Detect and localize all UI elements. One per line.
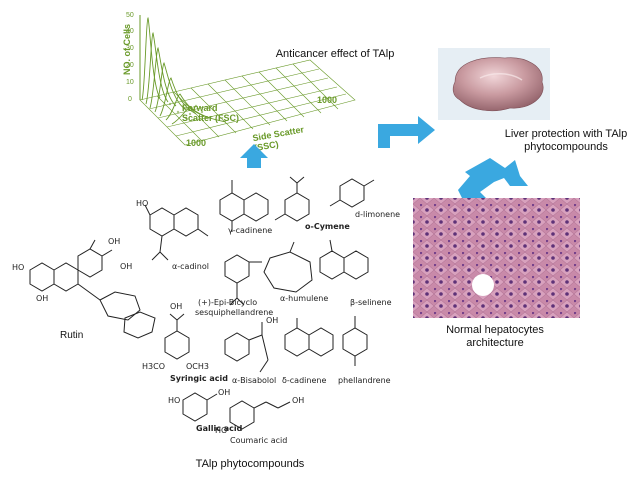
scatter-dots [168, 102, 210, 122]
liver-title: Liver protection with TAlp phytocompound… [504, 128, 628, 153]
z-tick: 30 [126, 45, 134, 52]
tissue-cells [413, 198, 580, 318]
x-tick-1000: 1000 [186, 138, 207, 148]
alpha-bisabolol-label: α-Bisabolol [232, 376, 277, 385]
x-axis-label: Forward Scatter (FSC) [182, 103, 240, 123]
z-tick: 20 [126, 62, 134, 69]
rutin-structure [29, 239, 156, 339]
alpha-bisabolol-structure [224, 322, 269, 373]
syringic-h3co-label: H3CO [142, 362, 165, 371]
coumaric-acid-structure [229, 400, 291, 430]
y-tick-1000: 1000 [317, 95, 338, 105]
delta-cadinene-structure [284, 318, 334, 357]
rutin-oh-label: OH [36, 294, 49, 303]
anticancer-title: Anticancer effect of TAlp [275, 48, 395, 60]
z-axis-label: NO. of Cells [122, 24, 132, 75]
gallic-acid-label: Gallic acid [196, 424, 243, 433]
d-limonene-structure [329, 178, 375, 208]
alpha-humulene-label: α-humulene [280, 294, 329, 303]
o-cymene-label: o-Cymene [305, 222, 350, 231]
central-vein [472, 274, 494, 296]
z-tick: 50 [126, 12, 134, 19]
z-ticks: 0 10 20 30 40 50 [126, 12, 134, 103]
z-tick: 0 [128, 96, 132, 103]
epi-bicyclo-label-2: sesquiphellandrene [195, 308, 274, 317]
delta-cadinene-label: δ-cadinene [282, 376, 327, 385]
coumaric-ho-label: HO [215, 426, 228, 435]
epi-bicyclo-structure [224, 254, 262, 306]
coumaric-oh-label: OH [292, 396, 305, 405]
beta-selinene-structure [319, 239, 369, 280]
rutin-ho-label: HO [12, 263, 25, 272]
epi-bicyclo-label-1: (+)-Epi-Bicyclo [198, 298, 258, 307]
gamma-cadinene-structure [219, 180, 269, 232]
gamma-cadinene-label: γ-cadinene [228, 226, 273, 235]
rutin-oh-label-2: OH [108, 237, 121, 246]
gallic-acid-structure [182, 392, 218, 422]
phellandrene-label: phellandrene [338, 376, 391, 385]
alpha-humulene-structure [263, 241, 313, 293]
z-tick: 10 [126, 79, 134, 86]
plot-grid [139, 59, 356, 146]
alpha-cadinol-label: α-cadinol [172, 262, 209, 271]
histogram-peaks [141, 17, 227, 125]
z-tick: 40 [126, 28, 134, 35]
coumaric-acid-label: Coumaric acid [230, 436, 288, 445]
syringic-och3-label: OCH3 [186, 362, 209, 371]
o-cymene-structure [274, 176, 310, 222]
hepatocytes-title: Normal hepatocytes architecture [446, 324, 544, 349]
phellandrene-structure [342, 316, 368, 366]
rutin-label: Rutin [60, 330, 84, 341]
cadinol-ho-label: HO [136, 199, 149, 208]
bisabolol-oh-label: OH [266, 316, 279, 325]
phytocompounds-title: TAlp phytocompounds [195, 458, 305, 470]
d-limonene-label: d-limonene [355, 210, 401, 219]
gallic-ho-label: HO [168, 396, 181, 405]
beta-selinene-label: β-selinene [350, 298, 392, 307]
rutin-oh-label-3: OH [120, 262, 133, 271]
syringic-acid-structure [164, 313, 190, 360]
gallic-oh-label: OH [218, 388, 231, 397]
syringic-oh-label: OH [170, 302, 183, 311]
alpha-cadinol-structure [144, 204, 209, 261]
syringic-acid-label: Syringic acid [170, 374, 228, 383]
